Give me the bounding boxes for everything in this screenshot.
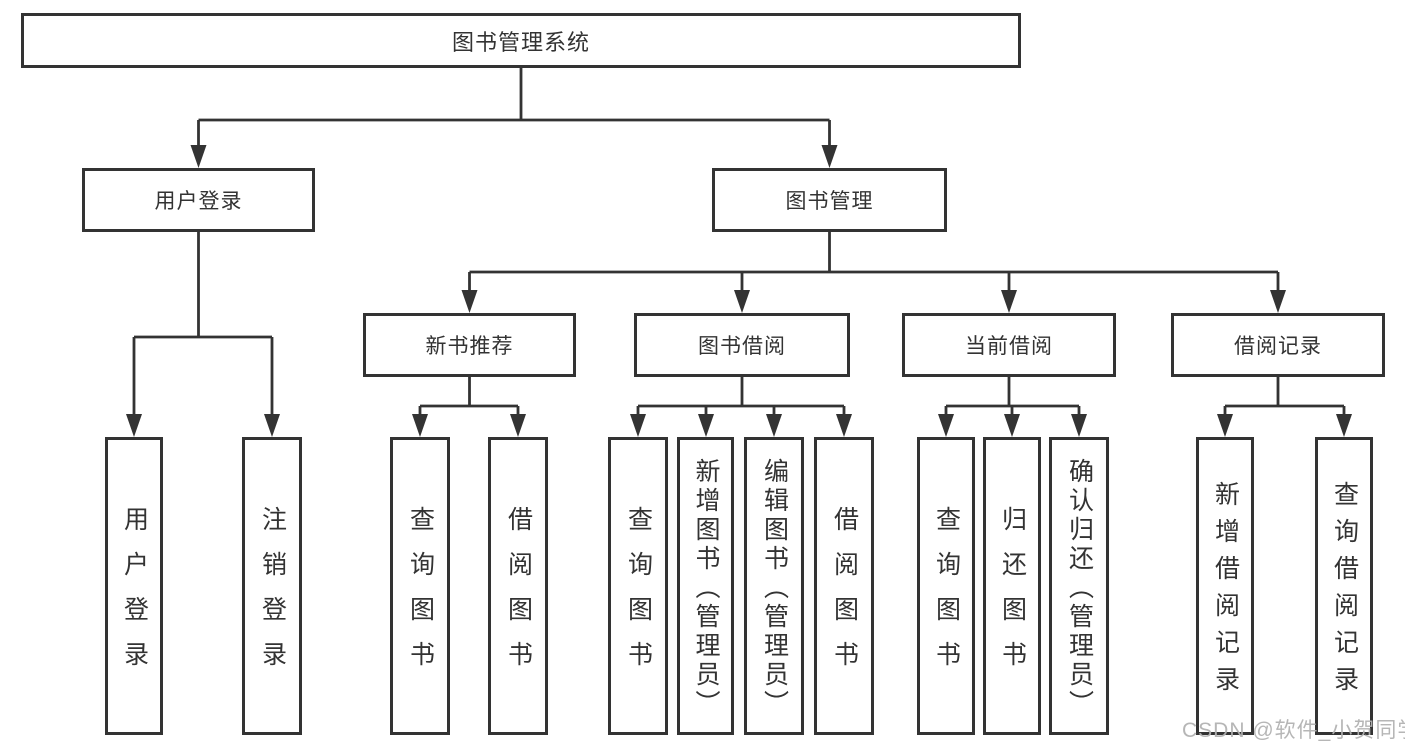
leaf-label: 新增图书（管理员） (692, 457, 720, 719)
arrow-down-icon (510, 414, 526, 437)
arrow-down-icon (734, 290, 750, 313)
leaf-label: 查询图书 (406, 506, 435, 686)
arrow-down-icon (190, 145, 207, 168)
arrow-down-icon (264, 414, 280, 437)
leaf-label: 借阅图书 (504, 506, 533, 686)
leaf-add-books-admin: 新增图书（管理员） (677, 437, 734, 735)
leaf-edit-books-admin: 编辑图书（管理员） (744, 437, 804, 735)
leaf-label: 查询图书 (932, 506, 961, 686)
leaf-user-login: 用户登录 (105, 437, 163, 735)
arrow-down-icon (1336, 414, 1352, 437)
leaf-return-books: 归还图书 (983, 437, 1041, 735)
node-label: 图书管理系统 (451, 29, 590, 55)
arrow-down-icon (938, 414, 954, 437)
leaf-borrow-books: 借阅图书 (814, 437, 874, 735)
leaf-add-borrow-record: 新增借阅记录 (1196, 437, 1254, 735)
arrow-down-icon (836, 414, 852, 437)
arrowheads (126, 145, 1352, 437)
arrow-down-icon (126, 414, 142, 437)
leaf-label: 查询图书 (624, 506, 653, 686)
arrow-down-icon (630, 414, 646, 437)
arrow-down-icon (698, 414, 714, 437)
leaf-label: 确认归还（管理员） (1065, 457, 1094, 719)
leaf-label: 归还图书 (998, 506, 1027, 686)
leaf-query-books-current: 查询图书 (917, 437, 975, 735)
node-new-book-recommendation: 新书推荐 (363, 313, 576, 377)
csdn-watermark: CSDN @软件_小贺同学 (1182, 719, 1405, 742)
node-label: 新书推荐 (425, 335, 514, 358)
node-library-management-system: 图书管理系统 (21, 13, 1021, 68)
leaf-label: 编辑图书（管理员） (760, 457, 789, 719)
leaf-label: 查询借阅记录 (1330, 481, 1359, 703)
leaf-label: 用户登录 (120, 506, 149, 686)
node-label: 图书管理 (785, 190, 874, 213)
leaf-borrow-books-recommend: 借阅图书 (488, 437, 548, 735)
arrow-down-icon (412, 414, 428, 437)
node-borrowing-records: 借阅记录 (1171, 313, 1385, 377)
node-label: 用户登录 (154, 190, 243, 213)
node-label: 当前借阅 (965, 335, 1053, 358)
leaf-label: 新增借阅记录 (1211, 481, 1240, 703)
arrow-down-icon (1001, 290, 1017, 313)
arrow-down-icon (821, 145, 838, 168)
node-label: 借阅记录 (1234, 335, 1322, 358)
node-user-login-branch: 用户登录 (82, 168, 315, 232)
leaf-label: 借阅图书 (830, 506, 859, 686)
leaf-query-borrow-record: 查询借阅记录 (1315, 437, 1373, 735)
arrow-down-icon (1217, 414, 1233, 437)
arrow-down-icon (461, 290, 478, 313)
node-label: 图书借阅 (698, 335, 786, 358)
node-book-management-branch: 图书管理 (712, 168, 947, 232)
arrow-down-icon (1004, 414, 1020, 437)
arrow-down-icon (766, 414, 782, 437)
leaf-logout: 注销登录 (242, 437, 302, 735)
leaf-query-books-borrow: 查询图书 (608, 437, 668, 735)
leaf-confirm-return-admin: 确认归还（管理员） (1049, 437, 1109, 735)
arrow-down-icon (1071, 414, 1087, 437)
leaf-label: 注销登录 (258, 506, 287, 686)
leaf-query-books-recommend: 查询图书 (390, 437, 450, 735)
arrow-down-icon (1270, 290, 1286, 313)
node-current-borrowing: 当前借阅 (902, 313, 1116, 377)
node-book-borrowing: 图书借阅 (634, 313, 850, 377)
